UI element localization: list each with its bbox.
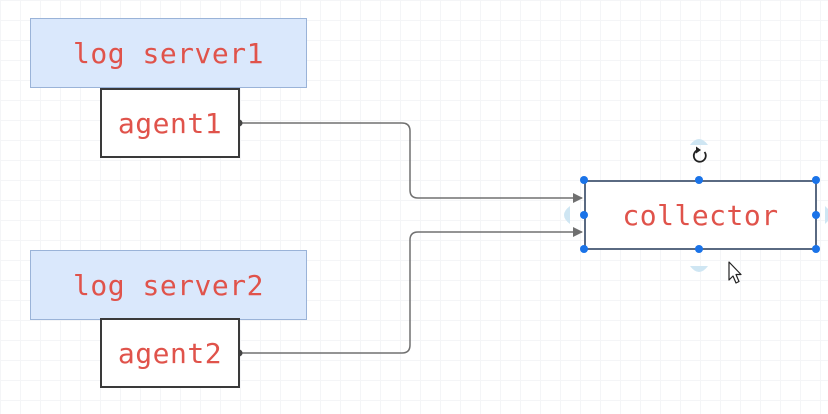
resize-handle-bottom[interactable] bbox=[695, 245, 703, 253]
agent1-label: agent1 bbox=[117, 106, 223, 140]
collector-label: collector bbox=[622, 198, 779, 232]
hover-arrow-down[interactable] bbox=[690, 266, 708, 272]
resize-handle-left[interactable] bbox=[580, 211, 588, 219]
hover-arrow-up[interactable] bbox=[690, 139, 708, 145]
resize-handle-bottom-right[interactable] bbox=[812, 245, 820, 253]
resize-handle-right[interactable] bbox=[812, 211, 820, 219]
log-server2-label: log server2 bbox=[73, 268, 264, 302]
resize-handle-top-right[interactable] bbox=[812, 176, 820, 184]
resize-handle-bottom-left[interactable] bbox=[580, 245, 588, 253]
hover-arrow-left[interactable] bbox=[564, 206, 570, 224]
log-server1-label: log server1 bbox=[73, 36, 264, 70]
resize-handle-top[interactable] bbox=[695, 176, 703, 184]
rotate-icon[interactable] bbox=[692, 146, 707, 163]
log-server1-node[interactable]: log server1 bbox=[30, 18, 307, 88]
mouse-pointer-icon bbox=[728, 261, 742, 284]
agent1-node[interactable]: agent1 bbox=[100, 88, 240, 158]
hover-arrow-right[interactable] bbox=[825, 206, 828, 224]
resize-handle-top-left[interactable] bbox=[580, 176, 588, 184]
edge-agent1-collector[interactable] bbox=[240, 122, 583, 203]
edge-agent2-collector[interactable] bbox=[240, 227, 583, 354]
agent2-label: agent2 bbox=[117, 336, 223, 370]
agent2-node[interactable]: agent2 bbox=[100, 318, 240, 388]
log-server2-node[interactable]: log server2 bbox=[30, 250, 307, 320]
